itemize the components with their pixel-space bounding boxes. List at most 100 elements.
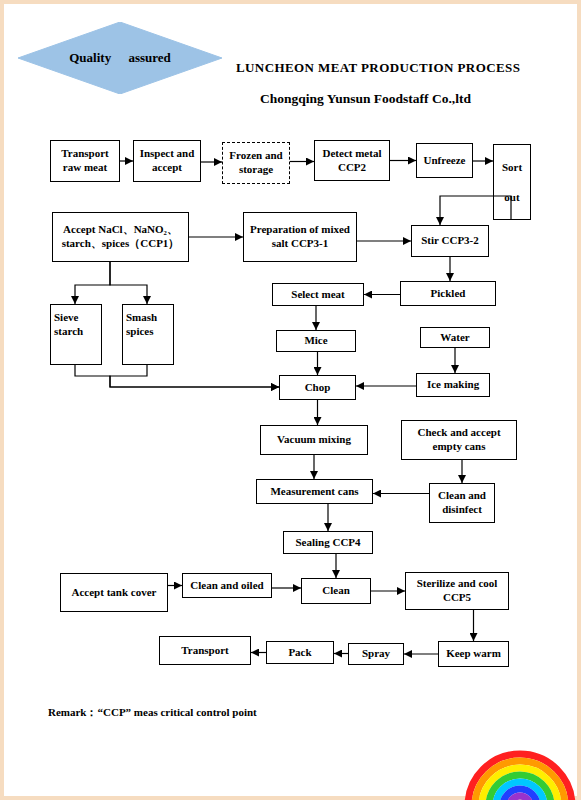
node-text: Mice <box>304 334 327 348</box>
flow-arrow <box>473 160 493 161</box>
process-box: Clean <box>301 578 371 604</box>
process-box: Frozen and storage <box>222 142 290 184</box>
node-text: Pack <box>288 646 311 660</box>
node-text: Transport raw meat <box>54 147 116 175</box>
flow-arrow <box>317 352 318 375</box>
process-box: Accept NaCl、NaNO₂、starch、spices（CCP1） <box>52 212 189 262</box>
rainbow-band <box>489 775 551 800</box>
decision-diamond: Quality assured <box>18 22 222 94</box>
process-box: Pickled <box>400 281 496 306</box>
process-box: Transport <box>159 636 251 665</box>
node-text: Preparation of mixed salt CCP3-1 <box>247 223 353 251</box>
flow-arrow <box>357 240 411 241</box>
flow-arrow <box>373 493 429 494</box>
node-text: Spray <box>362 647 390 661</box>
flow-arrow <box>334 653 348 654</box>
flow-arrow <box>110 365 279 387</box>
flow-arrow <box>189 236 243 237</box>
flow-arrow <box>313 455 314 479</box>
node-text: Vacuum mixing <box>277 433 351 447</box>
flow-arrow <box>440 196 511 225</box>
rainbow-band <box>475 761 565 800</box>
node-text: Chop <box>305 381 331 395</box>
node-text: Detect metal CCP2 <box>318 147 386 175</box>
flow-arrow <box>390 160 416 161</box>
node-text: Inspect and accept <box>137 147 197 175</box>
process-box: Vacuum mixing <box>260 425 368 455</box>
node-text: Keep warm <box>446 647 501 661</box>
process-box: Ice making <box>416 373 490 397</box>
flow-arrow <box>168 585 182 586</box>
node-text: Sealing CCP4 <box>295 536 360 550</box>
note-text: Remark：“CCP” meas critical control point <box>48 705 257 720</box>
process-box: Sealing CCP4 <box>283 531 373 554</box>
process-box: Sort out <box>493 144 531 220</box>
flow-arrow <box>120 160 133 161</box>
process-box: Preparation of mixed salt CCP3-1 <box>243 212 357 262</box>
process-box: Stir CCP3-2 <box>411 225 489 257</box>
flow-arrow <box>75 365 279 387</box>
process-box: Measurement cans <box>256 479 373 504</box>
rainbow-band <box>503 789 537 800</box>
process-box: Mice <box>276 330 356 352</box>
flow-arrow <box>454 348 455 373</box>
process-box: Pack <box>266 641 334 664</box>
process-box: Detect metal CCP2 <box>314 140 390 181</box>
node-text: Unfreeze <box>424 154 466 168</box>
rainbow-band <box>468 754 572 800</box>
flow-arrow <box>461 460 462 483</box>
flow-arrow <box>110 262 147 304</box>
node-text: Water <box>440 331 469 345</box>
rainbow-band <box>482 768 558 800</box>
process-box: Sieve starch <box>50 304 102 365</box>
diagram-title: LUNCHEON MEAT PRODUCTION PROCESS <box>236 60 520 76</box>
process-box: Water <box>420 327 490 348</box>
node-text: Measurement cans <box>270 485 358 499</box>
flow-arrow <box>251 652 266 653</box>
process-box: Clean and disinfect <box>429 483 495 523</box>
flow-arrow <box>371 590 405 591</box>
node-text: Ice making <box>427 378 479 392</box>
process-box: Unfreeze <box>416 143 473 178</box>
diamond-outline <box>18 22 222 94</box>
node-text: Accept NaCl、NaNO₂、starch、spices（CCP1） <box>56 223 185 251</box>
node-text: Smash spices <box>126 311 170 339</box>
flow-arrow <box>327 504 328 531</box>
node-text: Sieve starch <box>54 311 98 339</box>
flow-arrow <box>364 294 400 295</box>
flow-arrow <box>75 262 110 304</box>
process-box: Check and accept empty cans <box>401 420 517 460</box>
flow-arrow <box>290 161 314 162</box>
flow-arrow <box>335 554 336 578</box>
node-text: Stir CCP3-2 <box>421 234 479 248</box>
process-box: Accept tank cover <box>60 573 168 612</box>
process-box: Clean and oiled <box>182 573 272 598</box>
node-text: Sort out <box>497 152 527 212</box>
node-text: Pickled <box>431 287 466 301</box>
process-box: Sterilize and cool CCP5 <box>405 572 509 610</box>
process-box: Smash spices <box>122 304 174 365</box>
node-text: Clean <box>322 584 350 598</box>
flow-arrow <box>449 257 450 281</box>
node-text: Accept tank cover <box>72 586 157 600</box>
node-text: Quality assured <box>69 50 171 66</box>
node-text: Sterilize and cool CCP5 <box>409 577 505 605</box>
flow-arrow <box>272 587 301 588</box>
flow-arrow <box>404 653 438 654</box>
node-text: Clean and oiled <box>190 579 263 593</box>
flow-arrow <box>315 306 316 330</box>
company-name: Chongqing Yunsun Foodstaff Co.,ltd <box>260 91 471 107</box>
node-text: Clean and disinfect <box>433 489 491 517</box>
process-box: Chop <box>279 375 356 400</box>
flow-arrow <box>356 385 416 386</box>
process-box: Select meat <box>272 283 364 306</box>
rainbow-band <box>496 782 544 800</box>
node-text: Select meat <box>291 288 344 302</box>
process-box: Keep warm <box>438 641 509 667</box>
flow-arrow <box>317 400 318 425</box>
process-box: Transport raw meat <box>50 140 120 182</box>
process-box: Inspect and accept <box>133 140 201 182</box>
